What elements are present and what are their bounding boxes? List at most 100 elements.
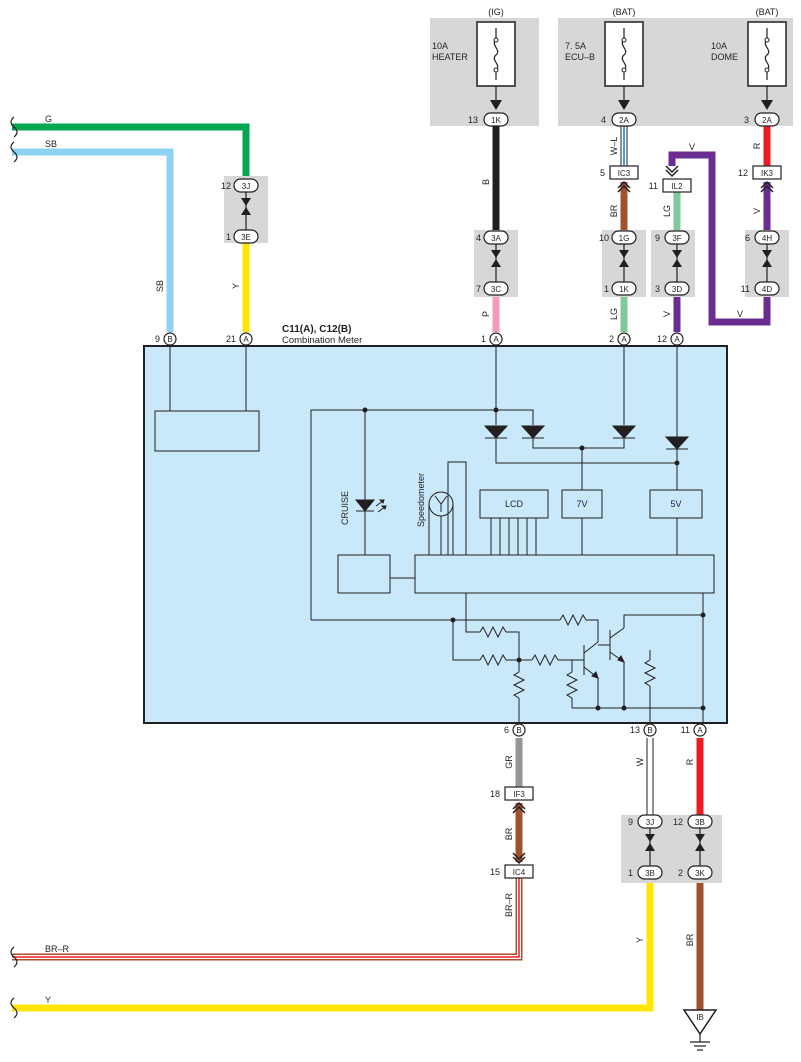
fuse-dome	[747, 21, 787, 108]
connector-il2: IL2 11	[649, 165, 692, 193]
wire-label-y-right: Y	[635, 937, 645, 943]
wire-brr	[12, 878, 523, 961]
wire-label-gr: GR	[504, 755, 514, 769]
fuse-heater-rating: 10A	[432, 41, 448, 51]
wire-label-lg2: LG	[662, 205, 672, 217]
wire-label-y-bottom: Y	[45, 995, 51, 1005]
svg-text:11: 11	[741, 284, 750, 294]
svg-text:15: 15	[490, 867, 500, 877]
combination-meter-box	[143, 345, 728, 724]
fuse-heater-source: (IG)	[488, 7, 504, 17]
svg-text:1: 1	[604, 284, 609, 294]
wire-label-r-bottom: R	[685, 758, 695, 765]
wire-label-b: B	[481, 179, 491, 185]
wire-label-v-right: V	[752, 208, 762, 214]
meter-internal-circuit	[154, 346, 715, 723]
svg-text:B: B	[647, 726, 652, 735]
svg-text:IF3: IF3	[513, 790, 525, 799]
connector-3d: 3D 3	[655, 281, 690, 296]
circuit-junction-dots	[362, 407, 706, 711]
fuse-ecub-source: (BAT)	[613, 7, 636, 17]
svg-text:A: A	[493, 335, 499, 344]
svg-text:11: 11	[681, 725, 690, 735]
connector-3j-bottom: 3J 9	[628, 814, 663, 829]
svg-text:12: 12	[221, 181, 231, 191]
connector-3b-top: 3B 12	[673, 814, 713, 829]
meter-pin-21a: A 21	[226, 332, 253, 346]
connector-1g: 1G 10	[599, 230, 637, 245]
svg-text:IC4: IC4	[513, 868, 526, 877]
wire-label-sb: SB	[155, 280, 165, 292]
connector-3b-bottom: 3B 1	[628, 865, 663, 880]
wire-label-sb-top: SB	[45, 139, 57, 149]
svg-text:A: A	[697, 726, 703, 735]
wire-label-br2: BR	[504, 827, 514, 840]
meter-subtitle: Combination Meter	[282, 335, 362, 346]
svg-text:3K: 3K	[695, 869, 705, 878]
connector-3a: 3A 4	[476, 230, 509, 245]
meter-pin-2a: A 2	[609, 332, 631, 346]
svg-text:7: 7	[476, 284, 481, 294]
svg-text:3E: 3E	[241, 233, 251, 242]
svg-text:3D: 3D	[672, 285, 682, 294]
svg-text:3B: 3B	[645, 869, 655, 878]
svg-text:10: 10	[599, 233, 609, 243]
v5-label: 5V	[670, 499, 681, 509]
svg-text:12: 12	[657, 334, 667, 344]
connector-ik3: IK3 12	[738, 165, 782, 193]
connector-fuse-2a-dome: 2A 3	[744, 112, 780, 127]
junction-arrows	[241, 192, 772, 866]
svg-text:B: B	[516, 726, 521, 735]
connector-3j-top: 3J 12	[221, 178, 259, 193]
svg-text:1K: 1K	[619, 285, 629, 294]
meter-pin-6b: B 6	[504, 723, 526, 737]
svg-text:3J: 3J	[646, 818, 654, 827]
svg-text:4: 4	[476, 233, 481, 243]
wire-y-bottom	[12, 883, 654, 1012]
fuse-heater	[476, 21, 516, 108]
fuse-heater-name: HEATER	[432, 52, 468, 62]
wire-break-marks	[10, 116, 18, 1019]
wire-label-brr: BR–R	[504, 893, 514, 918]
cruise-label: CRUISE	[340, 491, 350, 525]
meter-pin-9b: B 9	[155, 332, 177, 346]
wire-label-lg1: LG	[609, 308, 619, 320]
wire-label-w: W	[635, 757, 645, 766]
svg-text:1G: 1G	[619, 234, 630, 243]
svg-text:3B: 3B	[695, 818, 705, 827]
svg-text:12: 12	[673, 817, 683, 827]
speedometer-label: Speedometer	[416, 473, 426, 527]
wire-label-br3: BR	[685, 933, 695, 946]
v7-label: 7V	[576, 499, 587, 509]
wire-label-p: P	[481, 311, 491, 317]
fuse-arrows	[490, 100, 773, 110]
wire-label-v-bottom: V	[737, 309, 743, 319]
wire-label-v-top: V	[689, 142, 695, 152]
fuse-dome-source: (BAT)	[756, 7, 779, 17]
svg-text:3A: 3A	[491, 234, 501, 243]
ground-ib: IB	[682, 1009, 718, 1051]
svg-text:11: 11	[649, 181, 658, 191]
connector-4d: 4D 11	[741, 281, 780, 296]
fuse-ecub-name: ECU–B	[565, 52, 595, 62]
svg-text:13: 13	[630, 725, 640, 735]
wire-label-brr-bottom: BR–R	[45, 944, 70, 954]
svg-text:2A: 2A	[762, 116, 772, 125]
svg-text:1: 1	[481, 334, 486, 344]
connector-3c: 3C 7	[476, 281, 509, 296]
wire-label-g: G	[45, 114, 52, 124]
svg-text:3F: 3F	[672, 234, 681, 243]
lcd-label: LCD	[505, 499, 524, 509]
wire-label-wl: W–L	[609, 137, 619, 156]
wire-v-loop	[668, 151, 771, 326]
svg-text:1K: 1K	[491, 116, 501, 125]
svg-text:A: A	[243, 335, 249, 344]
wire-label-br1: BR	[609, 204, 619, 217]
svg-text:9: 9	[628, 817, 633, 827]
fuse-dome-name: DOME	[711, 52, 738, 62]
svg-text:IK3: IK3	[761, 169, 774, 178]
svg-text:2: 2	[609, 334, 614, 344]
svg-text:IB: IB	[696, 1013, 704, 1022]
wire-g	[12, 123, 250, 176]
